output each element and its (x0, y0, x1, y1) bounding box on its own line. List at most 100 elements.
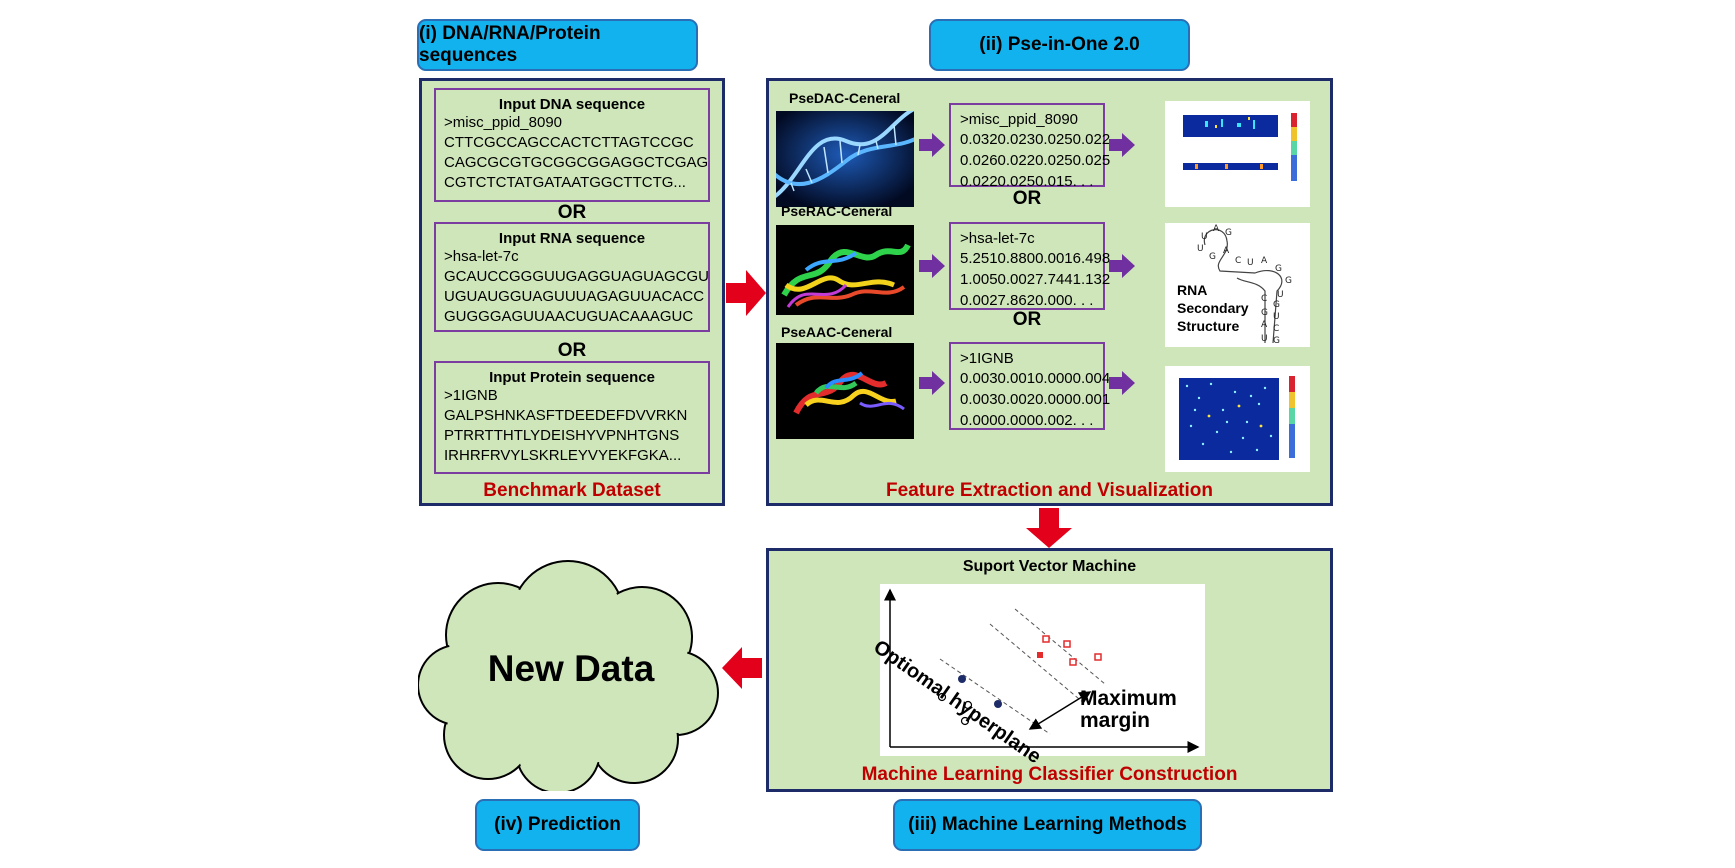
feature-value: 0.032 (960, 131, 998, 148)
feature-value: 0.022 (997, 152, 1036, 169)
new-data-label: New Data (487, 648, 655, 689)
flow-arrow-left (722, 647, 762, 689)
feature-value: 0.022 (960, 173, 998, 190)
feature-value: 0.880 (997, 250, 1036, 267)
svg-text:A: A (1223, 246, 1230, 256)
svg-text:C: C (1273, 324, 1279, 334)
dna-seq-line: >misc_ppid_8090 (444, 114, 563, 131)
feature-value: 0.004 (1072, 370, 1111, 387)
feature-value: . . . (1072, 412, 1094, 429)
header-sequences: (i) DNA/RNA/Protein sequences (417, 19, 698, 71)
feature-value: 0.000 (1035, 370, 1073, 387)
dna-sequence-box: Input DNA sequence >misc_ppid_8090 CTTCG… (434, 88, 710, 202)
feature-value: 0.000 (1035, 292, 1073, 309)
purple-arrow (1109, 133, 1135, 157)
dna-helix-image (776, 111, 914, 207)
or-label: OR (557, 340, 587, 361)
ml-classifier-title: Machine Learning Classifier Construction (861, 764, 1238, 785)
feature-vector-id: >hsa-let-7c (960, 230, 1035, 247)
svg-text:G: G (1273, 300, 1280, 310)
svg-text:G: G (1285, 276, 1292, 286)
svg-text:C: C (1235, 256, 1241, 266)
svg-text:A: A (1261, 256, 1268, 266)
purple-arrow (919, 133, 945, 157)
rna-seq-line: UGUAUGGUAGUUUAGAGUUACACC (444, 288, 705, 305)
new-data-cloud (418, 560, 719, 791)
feature-value: 0.002 (997, 271, 1036, 288)
protein-seq-line: PTRRTTHTLYDEISHYVPNHTGNS (444, 427, 680, 444)
rna-sequence-title: Input RNA sequence (498, 230, 646, 247)
feature-value: 6.498 (1072, 250, 1111, 267)
svg-text:U: U (1201, 232, 1208, 242)
svg-text:U: U (1277, 290, 1284, 300)
feature-value: 1.132 (1072, 271, 1111, 288)
svg-text:A: A (1213, 224, 1220, 234)
purple-arrow (919, 254, 945, 278)
feature-value: 0.015 (1035, 173, 1073, 190)
dna-seq-line: CGTCTCTATGATAATGGCTTCTG... (444, 174, 686, 191)
feature-value: 0.003 (960, 391, 998, 408)
feature-value: 0.025 (997, 173, 1036, 190)
feature-value: 0.022 (1072, 131, 1111, 148)
protein-seq-line: GALPSHNKASFTDEEDEFDVVRKN (444, 407, 688, 424)
svg-text:U: U (1197, 244, 1204, 254)
header-ml-methods: (iii) Machine Learning Methods (893, 799, 1202, 851)
method-title: PseDAC-Ceneral (789, 90, 901, 106)
feature-vector-id: >misc_ppid_8090 (960, 111, 1079, 128)
or-label: OR (1012, 188, 1042, 209)
method-title: PseRAC-Ceneral (781, 203, 893, 219)
header-pse-in-one: (ii) Pse-in-One 2.0 (929, 19, 1190, 71)
feature-value: 0.001 (1035, 250, 1073, 267)
feature-value: . . . (1072, 292, 1094, 309)
feature-value: 0.002 (1035, 412, 1073, 429)
method-title: PseAAC-Ceneral (781, 324, 893, 340)
rna-seq-line: GCAUCCGGGUUGAGGUAGUAGCGU (444, 268, 710, 285)
protein-seq-line: IRHRFRVYLSKRLEYVYEKFGKA... (444, 447, 682, 464)
flow-arrow-down (1026, 508, 1072, 548)
feature-value: 0.025 (1035, 131, 1073, 148)
svg-text:U: U (1273, 312, 1280, 322)
rna-seq-line: GUGGGAGUUAACUGUACAAAGUC (444, 308, 694, 325)
svg-text:C: C (1261, 294, 1267, 304)
or-label: OR (1012, 309, 1042, 330)
dna-seq-line: CTTCGCCAGCCACTCTTAGTCCGC (444, 134, 694, 151)
svg-text:U: U (1261, 334, 1268, 344)
header-prediction: (iv) Prediction (475, 799, 640, 851)
benchmark-dataset-title: Benchmark Dataset (483, 480, 661, 501)
feature-vector-id: >1IGNB (960, 350, 1014, 367)
svg-text:G: G (1275, 264, 1282, 274)
svg-text:A: A (1261, 320, 1268, 330)
dna-seq-line: CAGCGCGTGCGGCGGAGGCTCGAG (444, 154, 709, 171)
svg-text:G: G (1209, 252, 1216, 262)
feature-value: . . . (1072, 173, 1094, 190)
dna-sequence-title: Input DNA sequence (498, 96, 646, 113)
protein-seq-line: >1IGNB (444, 387, 498, 404)
feature-value: 0.000 (997, 412, 1036, 429)
feature-value: 0.025 (1035, 152, 1073, 169)
feature-value: 0.002 (960, 292, 998, 309)
purple-arrow (1109, 371, 1135, 395)
flow-arrow-right (726, 270, 766, 316)
maximum-margin-label: Maximum margin (1080, 687, 1177, 732)
feature-value: 0.023 (997, 131, 1036, 148)
protein-structure-image (776, 343, 914, 439)
feature-extraction-title: Feature Extraction and Visualization (886, 480, 1213, 501)
svg-text:U: U (1247, 258, 1254, 268)
feature-value: 0.000 (1035, 391, 1073, 408)
svg-text:G: G (1261, 308, 1268, 318)
rna-secondary-structure-label: RNA Secondary Structure (1177, 282, 1249, 334)
rna-structure-image (776, 225, 914, 315)
feature-value: 7.744 (1035, 271, 1073, 288)
feature-value: 0.002 (997, 391, 1036, 408)
